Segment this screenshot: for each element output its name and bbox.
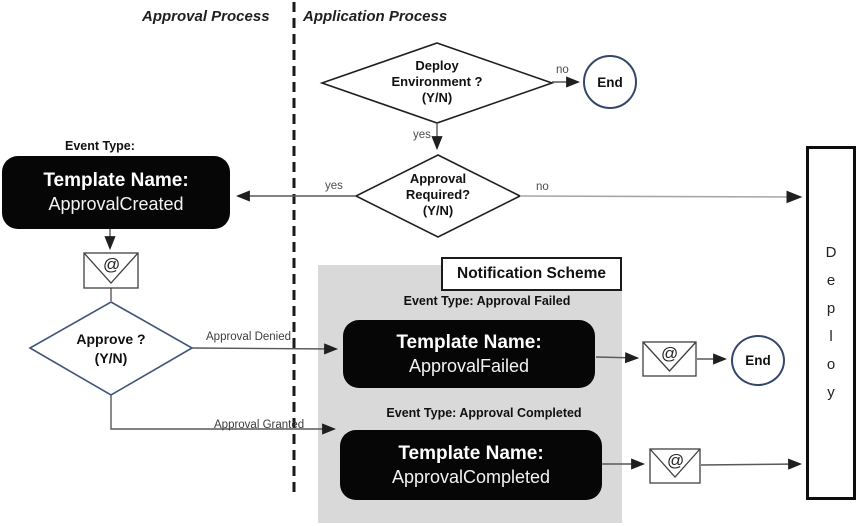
header-approval-process: Approval Process: [142, 8, 270, 25]
approval-required-label: Approval Required? (Y/N): [405, 171, 471, 218]
deploy-environment-label: Deploy Environment ? (Y/N): [391, 58, 483, 105]
edge-required-no-to-deploy: [519, 190, 803, 204]
edge-approval-denied: [191, 343, 339, 355]
edge-label-approval-denied: Approval Denied: [206, 331, 292, 343]
email-at-glyph: @: [661, 344, 679, 363]
edge-label-yes: yes: [325, 180, 343, 192]
approve-label: Approve ? (Y/N): [76, 331, 146, 366]
notification-scheme-title: Notification Scheme: [441, 257, 622, 291]
edge-label-approval-granted: Approval Granted: [214, 419, 305, 431]
deploy-process-node: D e p l o y: [806, 146, 856, 500]
edge-email-to-deploy: [700, 458, 803, 470]
edge-label-no: no: [536, 181, 549, 193]
template-approval-completed-node: Template Name: ApprovalCompleted: [340, 430, 602, 500]
template-approval-created-node: Template Name: ApprovalCreated: [2, 156, 230, 229]
header-application-process: Application Process: [303, 8, 448, 25]
edge-label-no: no: [556, 64, 569, 76]
template-approval-failed-node: Template Name: ApprovalFailed: [343, 320, 595, 388]
email-at-glyph: @: [103, 255, 121, 274]
edge-label-yes: yes: [413, 129, 431, 141]
end-node: End: [731, 335, 785, 386]
email-at-glyph: @: [667, 451, 685, 470]
event-type-completed-label: Event Type: Approval Completed: [386, 406, 582, 420]
end-node: End: [583, 55, 637, 109]
event-type-failed-label: Event Type: Approval Failed: [403, 294, 571, 308]
event-type-created-label: Event Type:: [65, 139, 135, 153]
